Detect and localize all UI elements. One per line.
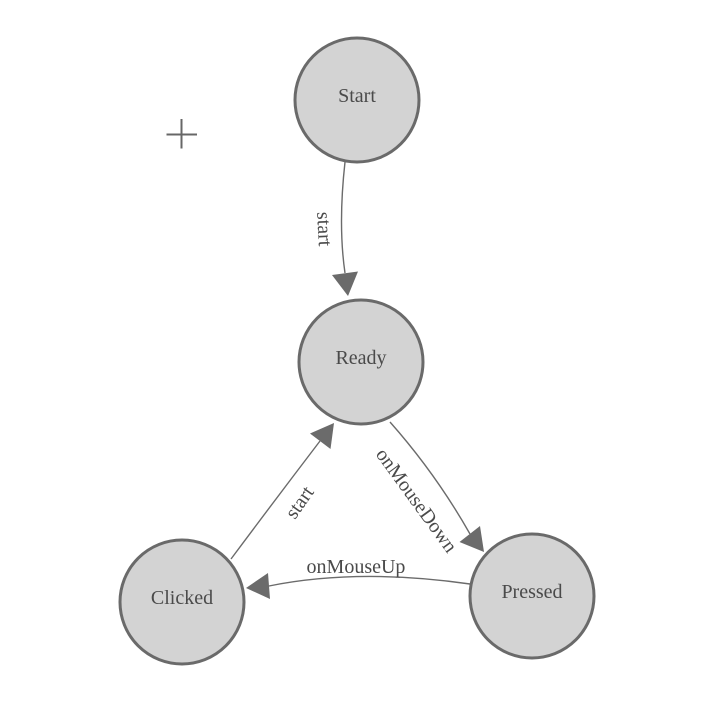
transition-line[interactable] bbox=[268, 575, 471, 587]
transition-clicked-to-ready[interactable]: start bbox=[230, 423, 334, 560]
state-node-clicked[interactable]: Clicked bbox=[118, 538, 246, 666]
transition-ready-to-pressed[interactable]: onMouseDown bbox=[371, 421, 484, 557]
transition-arrowhead bbox=[332, 271, 358, 296]
transition-line[interactable] bbox=[230, 440, 321, 560]
transition-label: start bbox=[312, 211, 336, 247]
transition-pressed-to-clicked[interactable]: onMouseUp bbox=[246, 556, 471, 599]
state-node-start[interactable]: Start bbox=[293, 36, 421, 164]
state-label: Pressed bbox=[501, 581, 562, 603]
crosshair-cursor bbox=[166, 119, 197, 149]
transition-arrowhead bbox=[246, 573, 270, 599]
transition-label: onMouseUp bbox=[307, 556, 406, 578]
state-circle[interactable] bbox=[293, 36, 421, 164]
state-label: Start bbox=[338, 85, 376, 107]
transition-label: onMouseDown bbox=[371, 444, 461, 557]
state-circle[interactable] bbox=[118, 538, 246, 666]
transition-start-to-ready[interactable]: start bbox=[312, 161, 358, 296]
state-node-pressed[interactable]: Pressed bbox=[468, 532, 596, 660]
transition-label: start bbox=[281, 482, 319, 523]
state-circle[interactable] bbox=[297, 298, 425, 426]
transition-line[interactable] bbox=[389, 421, 471, 535]
state-label: Clicked bbox=[151, 587, 213, 609]
transition-arrowhead bbox=[459, 526, 484, 552]
state-label: Ready bbox=[335, 347, 386, 369]
transition-arrowhead bbox=[310, 423, 334, 449]
transition-line[interactable] bbox=[340, 161, 346, 274]
state-node-ready[interactable]: Ready bbox=[297, 298, 425, 426]
state-circle[interactable] bbox=[468, 532, 596, 660]
